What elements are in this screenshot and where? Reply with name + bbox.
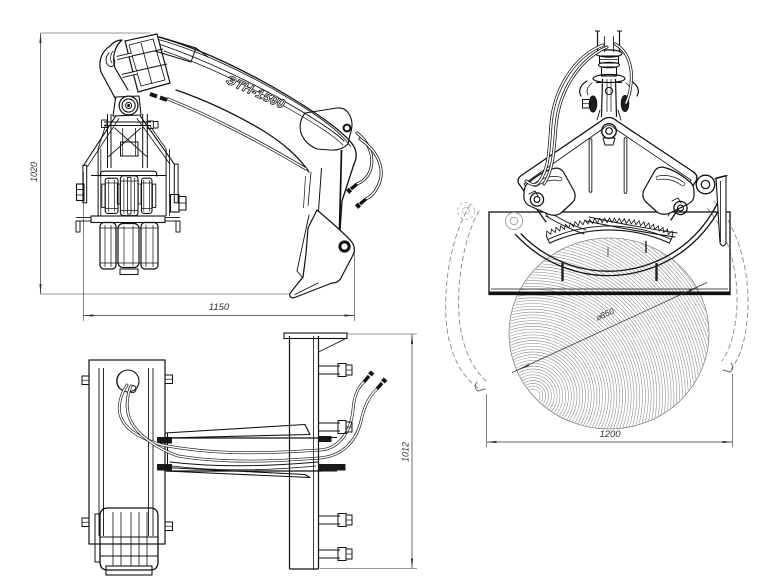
- svg-text:1150: 1150: [209, 302, 230, 313]
- svg-text:1020: 1020: [29, 162, 39, 182]
- svg-text:1012: 1012: [401, 442, 411, 462]
- svg-text:1200: 1200: [599, 429, 621, 440]
